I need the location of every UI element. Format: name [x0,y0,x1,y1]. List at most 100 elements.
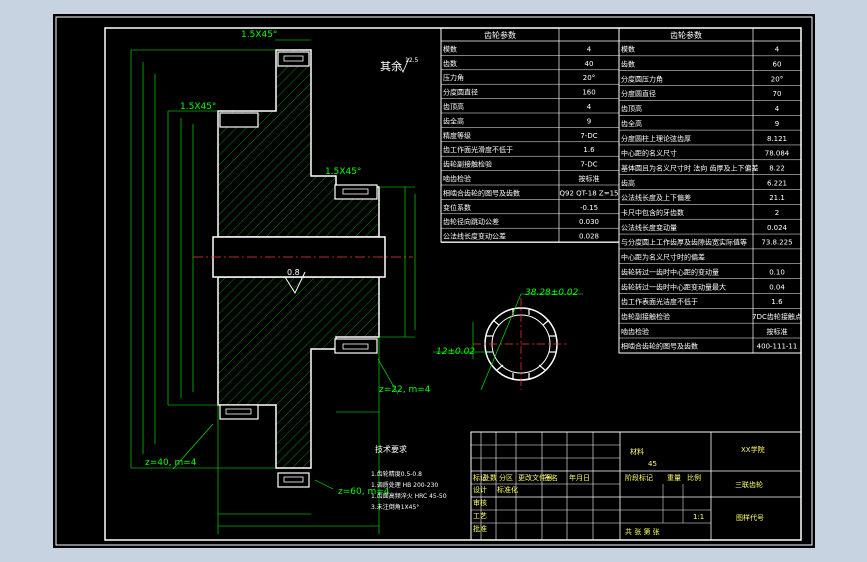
right-param-value: 7DC齿轮接触点 [752,312,802,321]
right-param-value: 0.10 [769,268,785,276]
right-param-label: 齿轮转过一齿时中心距变动量最大 [621,282,726,291]
cad-drawing: 1.5X45° 1.5X45° 1.5X45° 其余 12.5 0.8 z=22… [55,16,813,546]
left-param-value: 7-DC [580,161,597,169]
title-block-cell: 工艺 [473,512,487,520]
cad-drawing-canvas: 1.5X45° 1.5X45° 1.5X45° 其余 12.5 0.8 z=22… [53,14,815,548]
right-param-label: 相啮合齿轮的图号及齿数 [621,342,698,351]
left-param-value: 4 [587,103,592,111]
left-param-label: 变位系数 [443,203,471,212]
left-param-value: 0.028 [579,233,599,241]
left-param-label: 齿顶高 [443,102,464,111]
left-param-label: 齿工作面光滑度不低于 [443,145,513,154]
section-roughness: 0.8 [287,268,300,277]
right-param-label: 分度圆压力角 [621,74,663,83]
part-name: 三联齿轮 [735,480,763,489]
right-param-label: 与分度圆上工作齿厚及齿隙齿宽实际值等 [621,238,747,247]
gear-label-z40: z=40, m=4 [145,458,197,468]
right-param-value: 按标准 [767,327,788,336]
right-param-value: 6.221 [767,179,787,187]
title-block-cell: 阶段标记 [625,473,653,482]
right-param-label: 齿工作表面光洁度不低于 [621,297,698,306]
left-param-value: -0.15 [580,204,598,212]
left-param-value: 40 [585,60,594,68]
spline-cross-section [433,293,583,391]
right-param-label: 公法线长度变动量 [621,223,677,232]
left-param-value: 1.6 [583,146,595,154]
right-param-value: 21.1 [769,194,785,202]
right-param-value: 4 [775,46,780,54]
tech-requirements-title: 技术要求 [375,444,407,454]
outer-frame [55,16,813,546]
title-block-cell: 共 张 第 张 [625,527,660,536]
left-param-value: 160 [582,89,595,97]
surface-finish-label: 其余 [380,59,402,73]
right-param-label: 基体圆且为名义尺寸时 法向 齿厚及上下偏差 [621,163,758,172]
right-param-label: 模数 [621,45,635,54]
right-param-value: 8.22 [769,164,785,172]
left-param-label: 齿轮副接触检验 [443,160,492,169]
title-block-cell: 年月日 [569,473,590,482]
tech-line-2: 1.调质处理 HB 200-230 [371,481,438,489]
left-param-label: 齿轮径向跳动公差 [443,217,499,226]
right-param-value: 0.04 [769,283,785,291]
chamfer-label-middle: 1.5X45° [180,102,216,112]
right-param-label: 齿数 [621,60,635,69]
left-param-value: 20° [583,74,595,82]
title-block-cell: 处数 [483,473,497,482]
right-param-value: 20° [771,75,783,83]
parameter-table-right [618,27,802,354]
right-param-value: 73.8.225 [761,239,792,247]
material-value: 45 [648,460,657,468]
right-param-label: 公法线长度及上下偏差 [621,193,691,202]
chamfer-label-right: 1.5X45° [325,167,361,177]
tech-line-1: 1.齿轮精度0.5-0.8 [371,470,422,478]
title-block-cell: 比例 [687,473,701,482]
spline-dim-width: 12±0.02 [436,347,475,357]
gear-label-z60: z=60, m=4 [338,487,390,497]
left-param-label: 分度圆直径 [443,88,478,97]
right-param-label: 齿全高 [621,119,642,128]
gear-label-z22: z=22, m=4 [379,385,431,395]
right-param-label: 分度圆柱上理论弦齿厚 [621,134,691,143]
left-param-label: 啮齿检验 [443,174,471,183]
left-param-value: 0.030 [579,218,599,226]
right-param-value: 4 [775,105,780,113]
left-param-label: 齿全高 [443,116,464,125]
right-param-label: 齿高 [621,178,635,187]
title-block-cell: 重量 [667,474,681,482]
left-param-label: 精度等级 [443,131,471,140]
title-block-cell: 签名 [544,473,558,482]
right-param-value: 400-111-11 [757,343,798,351]
title-block-cell: 标准化 [497,485,518,494]
chamfer-label-top: 1.5X45° [241,30,277,40]
right-param-label: 中心距的名义尺寸 [621,149,677,158]
left-param-label: 齿数 [443,59,457,68]
left-param-label: 公法线长度变动公差 [443,232,506,241]
right-param-label: 卡尺中包含的牙齿数 [621,208,684,217]
title-block-cell: 审核 [473,498,487,507]
right-param-value: 70 [773,90,782,98]
title-block [470,431,802,541]
right-param-value: 9 [775,120,779,128]
right-param-label: 啮齿检验 [621,327,649,336]
left-param-value: 9 [587,117,591,125]
left-table-header: 齿轮参数 [484,30,516,40]
scale-value: 1:1 [693,513,704,521]
spline-dim-diameter: 38.28±0.02 [525,288,579,298]
title-block-cell: 分区 [499,473,513,482]
left-param-value: Q92 QT-18 Z=15 [559,189,618,197]
right-table-header: 齿轮参数 [670,30,702,40]
left-param-value: 按标准 [579,174,600,183]
tech-line-4: 3.未注倒角1X45° [371,503,419,511]
right-param-value: 78.084 [765,150,790,158]
left-param-label: 压力角 [443,73,464,82]
gear-section-view [130,39,416,534]
right-param-label: 齿轮副接触检验 [621,312,670,321]
right-param-label: 齿轮转过一齿时中心距的变动量 [621,267,719,276]
right-param-label: 中心距为名义尺寸时的偏差 [621,253,705,262]
title-block-cell: 批准 [473,524,487,533]
right-param-value: 2 [775,209,779,217]
right-param-label: 分度圆直径 [621,89,656,98]
right-param-value: 8.121 [767,135,787,143]
school-name: XX学院 [741,445,765,454]
